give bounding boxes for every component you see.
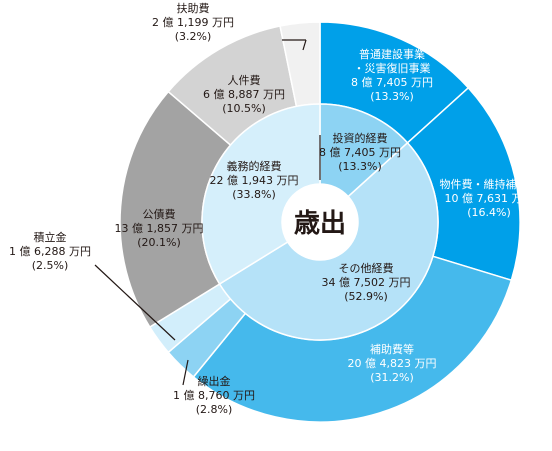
- outer-label-7-pct: (3.2%): [175, 30, 212, 43]
- outer-label-0-name-0: 普通建設事業: [359, 47, 425, 61]
- outer-label-7-name-0: 扶助費: [177, 1, 210, 15]
- inner-label-0-name-0: 投資的経費: [333, 131, 388, 145]
- inner-label-2-pct: (33.8%): [232, 188, 276, 201]
- center-circle: [282, 184, 358, 260]
- outer-label-1-amount: 10 億 7,631 万円: [445, 192, 534, 205]
- inner-label-0-amount: 8 億 7,405 万円: [319, 146, 401, 159]
- outer-label-3-amount: 1 億 8,760 万円: [173, 389, 255, 402]
- outer-label-5-pct: (20.1%): [137, 236, 181, 249]
- outer-label-2-amount: 20 億 4,823 万円: [348, 357, 437, 370]
- outer-label-5-amount: 13 億 1,857 万円: [115, 222, 204, 235]
- outer-label-6-pct: (10.5%): [222, 102, 266, 115]
- outer-label-0-pct: (13.3%): [370, 90, 414, 103]
- leader-lines: [94, 39, 321, 386]
- outer-label-1-pct: (16.4%): [467, 206, 511, 219]
- outer-label-4-name-0: 積立金: [34, 230, 67, 244]
- inner-label-2-amount: 22 億 1,943 万円: [210, 174, 299, 187]
- leader-line-fujo-2: [302, 39, 307, 51]
- outer-label-6-amount: 6 億 8,887 万円: [203, 88, 285, 101]
- inner-label-2-name-0: 義務的経費: [227, 159, 282, 173]
- outer-label-2-pct: (31.2%): [370, 371, 414, 384]
- outer-label-6-name-0: 人件費: [228, 73, 261, 87]
- outer-ring: [119, 21, 521, 423]
- outer-label-3-name-0: 繰出金: [198, 374, 231, 388]
- outer-label-2-name-0: 補助費等: [370, 342, 414, 356]
- outer-label-0-amount: 8 億 7,405 万円: [351, 76, 433, 89]
- inner-label-1-name-0: その他経費: [339, 261, 394, 275]
- inner-label-1-pct: (52.9%): [344, 290, 388, 303]
- inner-label-0-pct: (13.3%): [338, 160, 382, 173]
- inner-label-1-amount: 34 億 7,502 万円: [322, 276, 411, 289]
- outer-label-0-name-1: ・災害復旧事業: [354, 61, 431, 75]
- outer-label-3-pct: (2.8%): [196, 403, 233, 416]
- leader-line-kuridashi: [182, 359, 189, 386]
- outer-label-4-amount: 1 億 6,288 万円: [9, 245, 91, 258]
- outer-label-1-name-0: 物件費・維持補修費: [440, 177, 539, 191]
- outer-label-5-name-0: 公債費: [143, 207, 176, 221]
- outer-label-4-pct: (2.5%): [32, 259, 69, 272]
- outer-label-7-amount: 2 億 1,199 万円: [152, 16, 234, 29]
- center-label: 歳出: [294, 209, 346, 239]
- leader-line-tsumitate: [94, 264, 176, 341]
